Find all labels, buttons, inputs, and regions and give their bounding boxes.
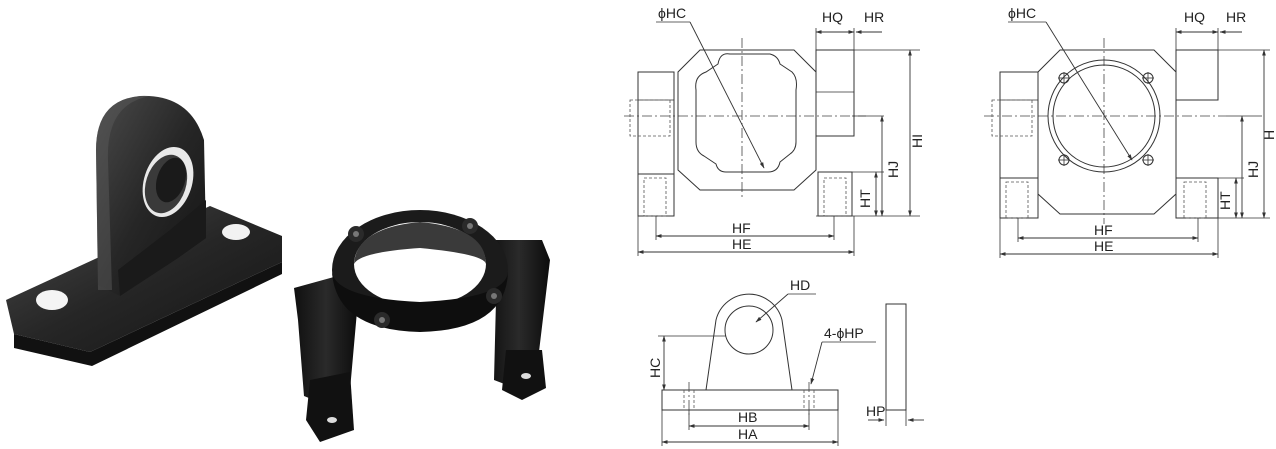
label-he: HE <box>732 236 751 252</box>
label-ht: HT <box>857 189 873 208</box>
label-hq: HQ <box>822 9 843 25</box>
pillow-block-bracket-photo-icon <box>6 95 282 366</box>
label-hd: HD <box>790 280 810 293</box>
label-hr-2: HR <box>1226 9 1246 25</box>
label-hc-diameter-2: ϕHC <box>1008 5 1036 21</box>
label-hj-2: HJ <box>1245 161 1261 178</box>
label-hc-diameter: ϕHC <box>658 5 686 21</box>
bracket-photo <box>0 0 300 449</box>
label-hf: HF <box>732 220 751 236</box>
label-hi: HI <box>909 134 925 148</box>
label-hr: HR <box>864 9 884 25</box>
drawing-front-view-1: ϕHC HQ HR HI HJ HT HF HE <box>620 0 940 262</box>
label-ha: HA <box>738 426 758 442</box>
label-hc: HC <box>647 358 663 378</box>
label-hp: HP <box>866 403 885 419</box>
label-hp-holes: 4-ϕHP <box>824 325 864 341</box>
label-h: H <box>1261 130 1276 140</box>
drawing-side-view: HD 4-ϕHP HC HB HA HP <box>640 280 940 449</box>
bolt-hole-icon <box>1058 72 1154 166</box>
ring-mount-bracket-photo-icon <box>294 210 550 442</box>
label-hj: HJ <box>885 161 901 178</box>
label-hf-2: HF <box>1094 222 1113 238</box>
label-he-2: HE <box>1094 238 1113 254</box>
label-ht-2: HT <box>1217 191 1233 210</box>
label-hb: HB <box>738 409 757 425</box>
label-hq-2: HQ <box>1184 9 1205 25</box>
ring-bracket-photo <box>280 180 570 449</box>
drawing-front-view-2: ϕHC HQ HR H HJ HT HF HE <box>980 0 1276 262</box>
